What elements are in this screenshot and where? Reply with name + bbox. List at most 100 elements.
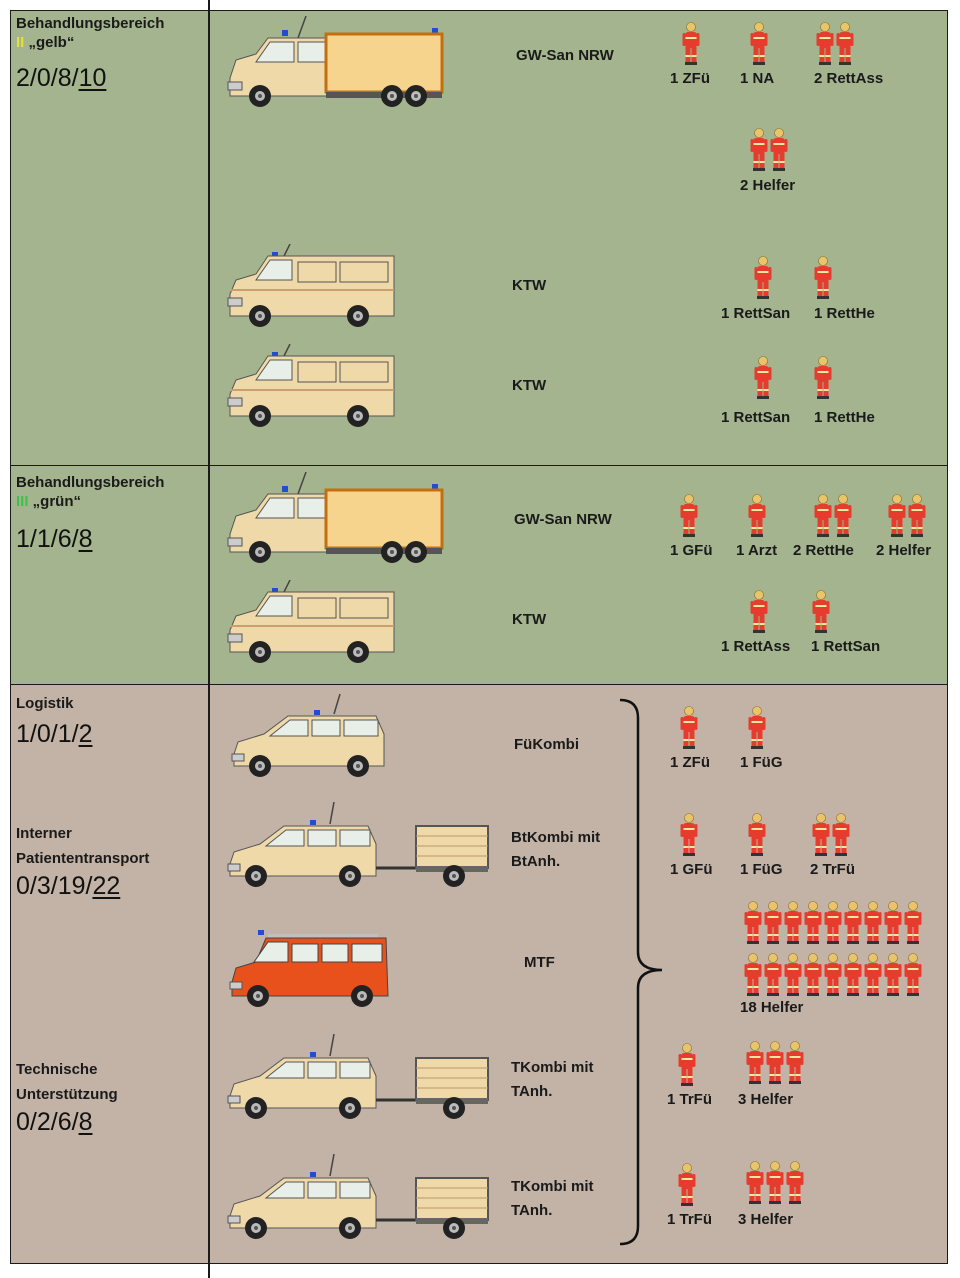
personnel-label: 1 GFü [670,542,713,559]
label-gruen-roman: III [16,493,29,510]
person-icon [814,256,832,300]
person-icon [770,128,788,172]
vehicle-label-ktw-3: KTW [512,611,547,628]
btkombi-with-trailer-icon [227,802,489,887]
vehicle-label-tkombi-2: TKombi mit TAnh. [511,1178,594,1219]
person-icon [744,953,762,997]
vehicle-label-gw-san-1: GW-San NRW [516,47,614,64]
person-icon [748,706,766,750]
personnel-label: 1 RettSan [721,409,791,426]
label-gruen: Behandlungsbereich III „grün“ [16,473,164,511]
person-icon [746,1041,764,1085]
gw-san-truck-icon [227,16,444,107]
label-gruen-name: „grün“ [28,493,82,510]
personnel-label: 3 Helfer [738,1091,794,1108]
person-icon [784,901,802,945]
person-icon [786,1161,804,1205]
gw-san-truck-icon [227,472,444,563]
person-icon [748,813,766,857]
person-icon [680,706,698,750]
personnel-label: 18 Helfer [740,999,804,1016]
label-gelb-roman: II [16,34,25,51]
personnel-label: 1 RettSan [721,305,791,322]
vehicle-label-tkombi-1: TKombi mit TAnh. [511,1059,594,1100]
person-icon [812,590,830,634]
vehicle-label-ktw-1: KTW [512,277,547,294]
section-behandlungsbereich-gelb [10,10,948,466]
personnel-label: 1 TrFü [667,1211,713,1228]
personnel-label: 2 RettAss [814,70,884,87]
person-icon [888,494,906,538]
personnel-label: 1 Arzt [736,542,778,559]
tkombi-with-trailer-icon [227,1154,489,1239]
person-icon [904,901,922,945]
label-gelb-name: „gelb“ [24,34,75,51]
label-gruen-title: Behandlungsbereich [16,474,165,491]
person-icon [908,494,926,538]
fuekombi-van-icon [231,694,385,777]
person-icon [764,953,782,997]
personnel-label: 1 ZFü [670,754,710,771]
person-icon [816,22,834,66]
person-icon [824,901,842,945]
ktw-ambulance-icon [227,344,395,427]
person-icon [750,22,768,66]
personnel-label: 1 TrFü [667,1091,713,1108]
person-icon [904,953,922,997]
personnel-label: 1 FüG [740,861,783,878]
vehicle-label-fuekombi: FüKombi [514,736,579,753]
person-icon [678,1163,696,1207]
personnel-label: 1 RettHe [814,409,875,426]
vehicle-label-ktw-2: KTW [512,377,547,394]
strength-logistik: 1/0/1/2 [16,720,93,748]
label-gelb: Behandlungsbereich II „gelb“ [16,14,164,52]
personnel-label: 1 RettSan [811,638,881,655]
person-icon [754,356,772,400]
person-icon [750,590,768,634]
vehicle-label-mtf: MTF [524,954,555,971]
personnel-label: 1 FüG [740,754,783,771]
person-icon [844,953,862,997]
strength-transport: 0/3/19/22 [16,872,121,900]
person-icon [834,494,852,538]
strength-technik: 0/2/6/8 [16,1108,93,1136]
label-technik: Technische Unterstützung [16,1061,118,1103]
person-icon [784,953,802,997]
strength-gelb: 2/0/8/10 [16,64,107,92]
personnel-label: 1 ZFü [670,70,710,87]
person-icon [744,901,762,945]
personnel-label: 2 RettHe [793,542,854,559]
label-transport: Interner Patiententransport [16,825,150,867]
person-icon [804,901,822,945]
mtf-van-icon [229,930,389,1007]
person-icon [814,356,832,400]
tkombi-with-trailer-icon [227,1034,489,1119]
person-icon [844,901,862,945]
person-icon [680,813,698,857]
person-icon [750,128,768,172]
person-icon [678,1043,696,1087]
person-icon [832,813,850,857]
column-divider [208,0,210,1278]
personnel-label: 1 RettHe [814,305,875,322]
person-icon [746,1161,764,1205]
person-icon [766,1161,784,1205]
label-logistik: Logistik [16,695,74,712]
person-icon [864,901,882,945]
person-icon [864,953,882,997]
personnel-label: 2 Helfer [876,542,932,559]
person-icon [812,813,830,857]
personnel-label: 1 NA [740,70,775,87]
person-icon [680,494,698,538]
ktw-ambulance-icon [227,580,395,663]
label-gelb-title: Behandlungsbereich [16,15,165,32]
vehicle-label-gw-san-2: GW-San NRW [514,511,612,528]
person-icon [884,901,902,945]
person-icon [764,901,782,945]
personnel-label: 2 Helfer [740,177,796,194]
personnel-label: 2 TrFü [810,861,856,878]
personnel-label: 1 GFü [670,861,713,878]
person-icon [748,494,766,538]
person-icon [804,953,822,997]
person-icon [824,953,842,997]
